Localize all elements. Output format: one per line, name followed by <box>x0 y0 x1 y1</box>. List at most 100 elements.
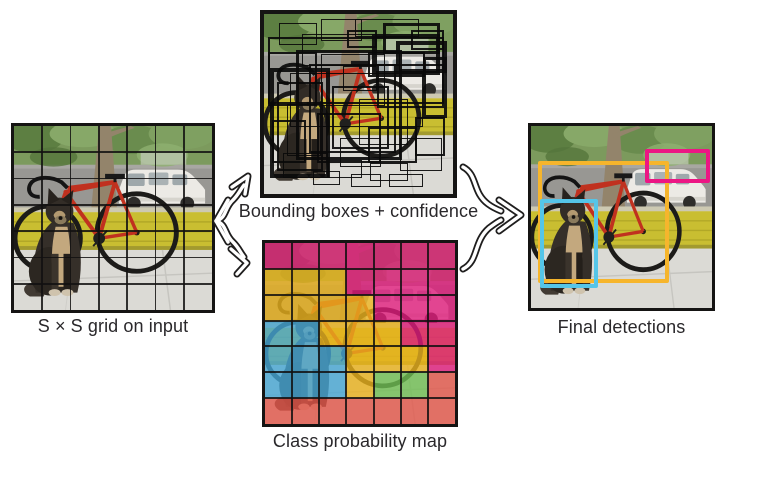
predicted-box <box>369 163 408 182</box>
grid-line <box>265 319 455 322</box>
grid-line <box>345 243 348 424</box>
class-cell-red <box>373 398 401 424</box>
grid-line <box>14 204 212 206</box>
class-cell-yellow <box>292 294 320 321</box>
panel-bounding-boxes <box>260 10 457 198</box>
class-cell-magenta <box>346 268 374 295</box>
grid-line <box>265 267 455 270</box>
class-cell-magenta <box>400 320 428 347</box>
caption-bounding-boxes: Bounding boxes + confidence <box>238 201 479 221</box>
class-cell-yellow <box>319 294 347 321</box>
class-cell-blue <box>265 320 293 347</box>
grid-line <box>14 177 212 180</box>
class-cell-blue <box>319 346 347 373</box>
class-map-gridlines <box>265 243 455 424</box>
predicted-box <box>332 86 389 149</box>
class-cell-green <box>400 372 428 399</box>
predicted-box <box>347 30 378 49</box>
grid-line <box>265 397 455 400</box>
class-cell-red <box>427 398 455 424</box>
predicted-box <box>350 174 382 187</box>
detection-box-dog <box>539 198 598 288</box>
class-cell-yellow <box>373 346 401 373</box>
grid-line <box>265 345 455 348</box>
grid-line <box>69 126 72 310</box>
class-cell-yellow <box>346 320 374 347</box>
class-cell-magenta <box>400 268 428 295</box>
grid-line <box>41 126 44 310</box>
detection-layer <box>531 126 712 308</box>
class-cell-magenta <box>427 294 455 321</box>
class-cell-blue <box>319 372 347 399</box>
class-cell-red <box>346 398 374 424</box>
predicted-box <box>313 170 340 185</box>
class-cell-magenta <box>400 243 428 269</box>
grid-line <box>372 243 375 424</box>
split-arrow-icon <box>212 172 252 278</box>
class-cell-magenta <box>427 243 455 269</box>
predicted-box <box>282 152 329 178</box>
grid-line <box>14 230 212 232</box>
predicted-box <box>301 33 378 67</box>
class-cell-yellow <box>346 346 374 373</box>
grid-line <box>399 243 402 424</box>
grid-overlay <box>14 126 212 310</box>
grid-line <box>154 126 157 310</box>
grid-line <box>14 256 212 259</box>
class-cell-green <box>373 372 401 399</box>
grid-line <box>265 293 455 296</box>
predicted-box <box>422 57 448 119</box>
grid-line <box>14 151 212 154</box>
predicted-box <box>415 116 446 157</box>
class-cell-red <box>265 398 293 424</box>
grid-line <box>318 243 321 424</box>
class-cell-yellow <box>319 320 347 347</box>
caption-final-detections: Final detections <box>557 317 686 337</box>
class-cell-blue <box>292 346 320 373</box>
class-cell-red <box>400 398 428 424</box>
class-cell-yellow <box>400 346 428 373</box>
class-cell-magenta <box>400 294 428 321</box>
class-cell-yellow <box>265 268 293 295</box>
class-cell-magenta <box>265 243 293 269</box>
class-cell-yellow <box>265 294 293 321</box>
class-cell-red <box>292 398 320 424</box>
grid-line <box>265 371 455 374</box>
class-cell-yellow <box>373 320 401 347</box>
panel-final-detections <box>528 123 715 311</box>
class-cell-blue <box>265 346 293 373</box>
predicted-box <box>277 82 323 171</box>
class-cell-yellow <box>346 372 374 399</box>
grid-line <box>98 126 100 310</box>
class-cell-blue <box>292 372 320 399</box>
grid-line <box>126 126 128 310</box>
detection-box-car <box>645 148 711 184</box>
caption-class-map: Class probability map <box>272 431 448 451</box>
class-cell-yellow <box>319 268 347 295</box>
panel-grid-input <box>11 123 215 313</box>
caption-grid-input: S × S grid on input <box>37 316 189 336</box>
class-cell-red <box>319 398 347 424</box>
class-cell-yellow <box>292 268 320 295</box>
bbox-layer <box>264 14 453 194</box>
class-map-grid <box>265 243 455 424</box>
class-cell-magenta <box>373 268 401 295</box>
predicted-box <box>343 66 378 92</box>
predicted-box <box>388 174 423 187</box>
class-cell-yellow <box>346 294 374 321</box>
predicted-box <box>290 73 423 128</box>
class-cell-magenta <box>319 243 347 269</box>
class-cell-magenta <box>346 243 374 269</box>
class-cell-magenta <box>373 243 401 269</box>
predicted-box <box>354 19 419 38</box>
grid-line <box>426 243 429 424</box>
predicted-box <box>411 30 444 50</box>
class-cell-red <box>427 372 455 399</box>
grid-line <box>14 282 212 285</box>
class-cell-magenta <box>427 320 455 347</box>
class-cell-blue <box>292 320 320 347</box>
class-cell-blue <box>265 372 293 399</box>
class-cell-magenta <box>292 243 320 269</box>
predicted-box <box>339 138 382 167</box>
